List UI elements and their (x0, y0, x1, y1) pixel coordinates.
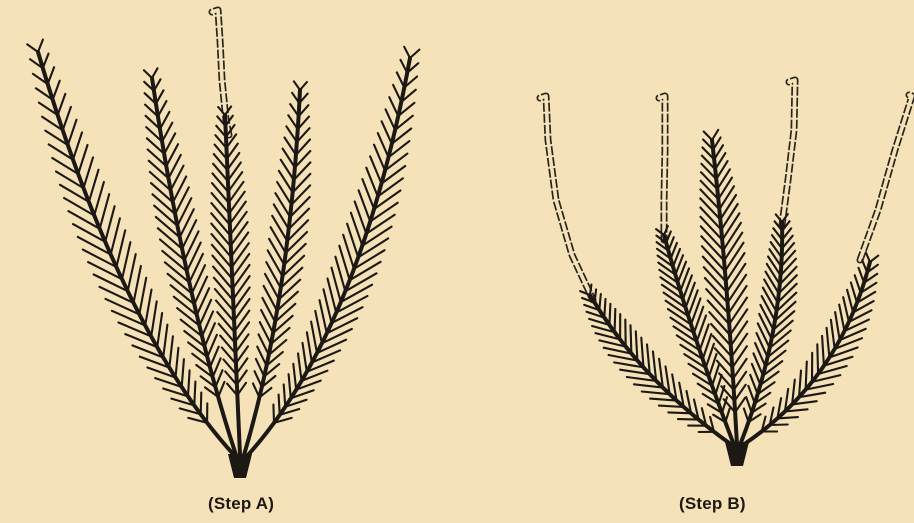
step-a-tree (27, 10, 419, 478)
step-a-frond-5 (248, 47, 419, 455)
step-a-frond-4 (244, 81, 310, 455)
stem-base (228, 454, 252, 478)
step-b-removed-tip-3 (782, 80, 795, 225)
step-a-caption: (Step A) (208, 494, 274, 514)
frond-needles (580, 285, 714, 432)
step-a-frond-3 (211, 107, 249, 456)
step-b-frond-1 (580, 285, 732, 445)
step-b-removed-tip-4 (860, 95, 912, 260)
frond-needles (273, 47, 419, 423)
step-a-frond-1 (27, 40, 234, 455)
dashed-inner (540, 96, 593, 300)
step-b-caption: (Step B) (679, 494, 746, 514)
step-b-tree (540, 80, 912, 466)
stem-base (725, 442, 749, 466)
step-b-removed-tip-1 (540, 96, 593, 300)
step-b-removed-tip-2 (659, 96, 665, 240)
frond-needles (253, 81, 310, 397)
frond-stem (743, 262, 870, 445)
